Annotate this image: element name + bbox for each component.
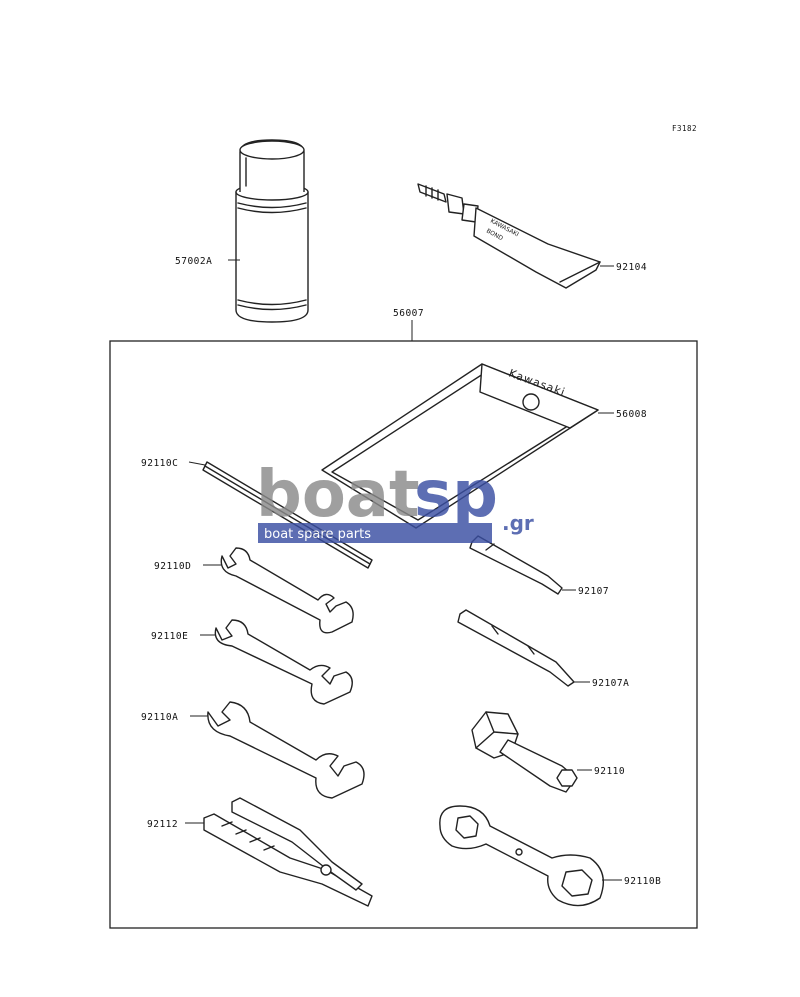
pliers-part <box>203 797 373 907</box>
label-pliers: 92112 <box>147 819 178 830</box>
label-box-wrench: 92110B <box>624 876 661 887</box>
box-wrench-part <box>439 805 604 907</box>
wrench-a-part <box>207 701 365 799</box>
label-spray-can: 57002A <box>175 256 212 267</box>
watermark-suffix: .gr <box>502 511 534 535</box>
label-wrench-a: 92110A <box>141 712 178 723</box>
watermark-tagline-band <box>258 523 492 543</box>
label-hex-wrench: 92110C <box>141 458 178 469</box>
watermark-tagline: boat spare parts <box>264 527 371 542</box>
socket-wrench-part <box>471 711 578 793</box>
label-screwdriver: 92107 <box>578 586 609 597</box>
label-bond-tube: 92104 <box>616 262 647 273</box>
figure-code: F3182 <box>672 124 697 133</box>
spray-can-part <box>235 139 309 323</box>
watermark-word-gray: boat <box>256 458 420 532</box>
watermark-word-blue: sp <box>414 458 498 532</box>
label-wrench-d: 92110D <box>154 561 191 572</box>
tool-kit-frame <box>109 340 698 929</box>
label-wrench-e: 92110E <box>151 631 188 642</box>
bond-tube-part: KAWASAKI BOND <box>417 183 601 289</box>
screwdriver-part <box>469 535 563 595</box>
label-socket-wrench: 92110 <box>594 766 625 777</box>
tool-bag-part: Kawasaki <box>321 363 599 529</box>
boatsp-watermark-logo: boat sp .gr boat spare parts <box>256 458 534 543</box>
label-tool-kit: 56007 <box>393 308 424 319</box>
screwdriver-a-part <box>457 609 575 687</box>
label-screwdriver-a: 92107A <box>592 678 629 689</box>
leader-hex-wrench <box>188 461 206 466</box>
label-tool-bag: 56008 <box>616 409 647 420</box>
wrench-e-part <box>214 619 353 705</box>
wrench-d-part <box>220 547 354 634</box>
